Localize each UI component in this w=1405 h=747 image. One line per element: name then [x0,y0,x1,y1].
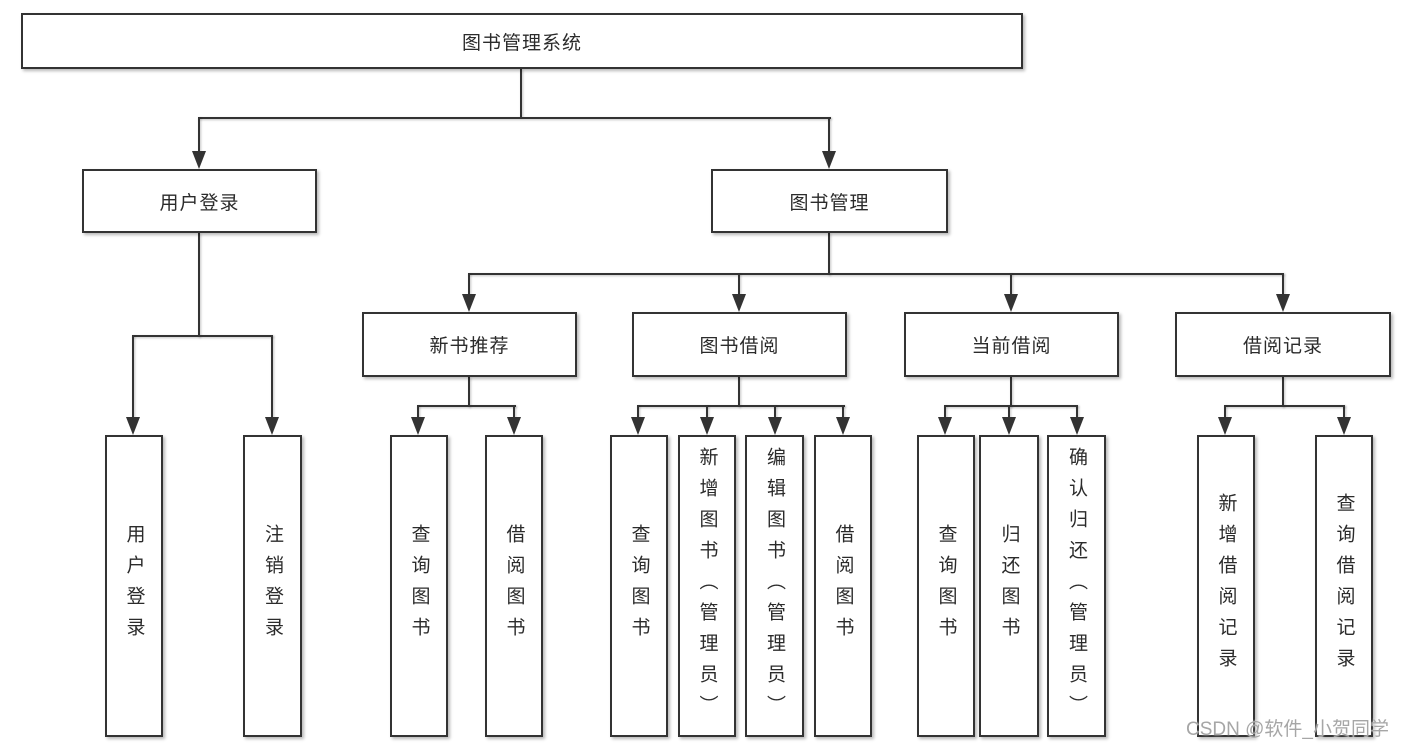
connector-line [1224,405,1226,419]
arrowhead-down-icon [938,417,952,435]
connector-line [944,405,1078,407]
leaf-user-login: 用户登录 [105,435,163,737]
leaf-query-books-borrowing: 查询图书 [610,435,668,737]
connector-line [513,405,515,419]
node-library-management-system: 图书管理系统 [21,13,1023,69]
node-label: 新增图书（管理员） [696,446,718,726]
node-label: 当前借阅 [971,336,1052,357]
connector-line [738,273,740,297]
arrowhead-down-icon [192,151,206,169]
leaf-query-books-current: 查询图书 [917,435,975,737]
node-label: 查询图书 [935,524,957,648]
node-label: 图书管理 [789,192,870,214]
arrowhead-down-icon [822,151,836,169]
connector-line [1282,377,1284,407]
node-label: 查询借阅记录 [1333,493,1355,679]
arrowhead-down-icon [1276,294,1290,312]
connector-line [828,233,830,275]
node-current-borrowing: 当前借阅 [904,312,1119,377]
arrowhead-down-icon [1337,417,1351,435]
connector-line [1076,405,1078,419]
connector-line [1010,273,1012,297]
connector-line [1224,405,1345,407]
connector-line [271,335,273,417]
node-label: 归还图书 [998,524,1020,648]
leaf-confirm-return-admin: 确认归还（管理员） [1047,435,1106,737]
connector-line [1010,377,1012,407]
connector-line [468,273,470,297]
connector-line [1343,405,1345,419]
node-book-management: 图书管理 [711,169,948,233]
node-book-borrowing: 图书借阅 [632,312,847,377]
arrowhead-down-icon [700,417,714,435]
arrowhead-down-icon [507,417,521,435]
node-label: 借阅图书 [832,524,854,648]
arrowhead-down-icon [836,417,850,435]
connector-line [706,405,708,419]
node-label: 新书推荐 [429,336,510,357]
node-label: 用户登录 [123,524,145,648]
connector-line [198,233,200,337]
node-new-book-recommend: 新书推荐 [362,312,577,377]
connector-line [1008,405,1010,419]
leaf-query-borrow-record: 查询借阅记录 [1315,435,1373,737]
connector-line [132,335,134,417]
leaf-add-books-admin: 新增图书（管理员） [678,435,736,737]
csdn-watermark: CSDN @软件_小贺同学 [1186,719,1389,740]
connector-line [468,377,470,407]
arrowhead-down-icon [126,417,140,435]
leaf-borrow-books-recommend: 借阅图书 [485,435,543,737]
arrowhead-down-icon [1004,294,1018,312]
connector-line [132,335,273,337]
node-user-login: 用户登录 [82,169,317,233]
connector-line [738,377,740,407]
leaf-logout: 注销登录 [243,435,302,737]
arrowhead-down-icon [1218,417,1232,435]
leaf-query-books-recommend: 查询图书 [390,435,448,737]
leaf-add-borrow-record: 新增借阅记录 [1197,435,1255,737]
connector-line [637,405,845,407]
leaf-borrow-books: 借阅图书 [814,435,872,737]
connector-line [828,117,830,153]
connector-line [417,405,516,407]
node-label: 新增借阅记录 [1215,493,1237,679]
arrowhead-down-icon [411,417,425,435]
arrowhead-down-icon [1070,417,1084,435]
connector-line [198,117,831,119]
leaf-edit-books-admin: 编辑图书（管理员） [745,435,804,737]
arrowhead-down-icon [631,417,645,435]
connector-line [520,69,522,117]
connector-line [637,405,639,419]
arrowhead-down-icon [768,417,782,435]
leaf-return-books: 归还图书 [979,435,1039,737]
connector-line [198,117,200,153]
connector-line [1282,273,1284,297]
connector-line [417,405,419,419]
node-label: 查询图书 [408,524,430,648]
node-label: 图书借阅 [699,336,780,357]
arrowhead-down-icon [732,294,746,312]
arrowhead-down-icon [1002,417,1016,435]
connector-line [944,405,946,419]
connector-line [774,405,776,419]
node-label: 确认归还（管理员） [1066,446,1087,726]
arrowhead-down-icon [462,294,476,312]
node-borrowing-records: 借阅记录 [1175,312,1391,377]
connector-line [842,405,844,419]
arrowhead-down-icon [265,417,279,435]
node-label: 图书管理系统 [461,32,582,54]
node-label: 用户登录 [159,192,240,214]
node-label: 注销登录 [262,524,283,648]
connector-line [468,273,1284,275]
node-label: 借阅记录 [1242,336,1323,357]
node-label: 借阅图书 [503,524,525,648]
node-label: 编辑图书（管理员） [764,446,785,726]
node-label: 查询图书 [628,524,650,648]
